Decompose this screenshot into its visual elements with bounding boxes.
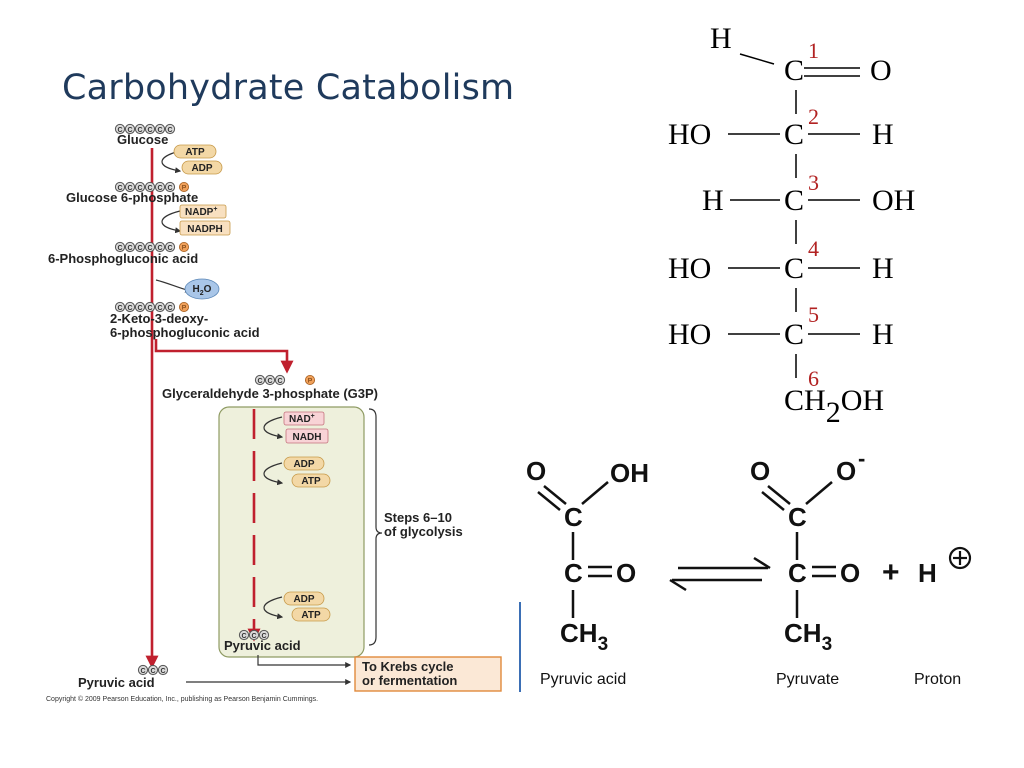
slide-title: Carbohydrate Catabolism <box>62 68 515 108</box>
adp-atp-curve-arrow-2 <box>263 596 284 620</box>
carbon-number-6: 6 <box>808 366 819 391</box>
c4: C <box>784 252 804 285</box>
pyruvate-c1: C <box>788 502 807 532</box>
entner-doudoroff-pathway-diagram: C P Glucose ATP ADP Glucose 6-phosphate … <box>46 123 502 703</box>
adp-label: ADP <box>191 163 212 174</box>
nad-curve-arrow <box>263 416 284 440</box>
atp3-label: ATP <box>301 610 321 621</box>
nadph-label: NADPH <box>187 224 223 235</box>
acid-keto-o: O <box>616 558 636 588</box>
c3-right: OH <box>872 184 915 217</box>
c2-right: H <box>872 118 894 151</box>
acid-c-oh-bond <box>581 481 609 505</box>
aldehyde-h-bond <box>739 53 775 65</box>
kdpg-label-line2: 6-phosphogluconic acid <box>110 325 260 340</box>
adp-atp-curve-arrow-1 <box>263 462 284 486</box>
adp3-label: ADP <box>293 594 314 605</box>
acid-c2: C <box>564 558 583 588</box>
branch-to-g3p-arrow <box>154 339 294 374</box>
glucose-label: Glucose <box>117 132 168 147</box>
c4-left: HO <box>668 252 711 285</box>
c5: C <box>784 318 804 351</box>
nad-pill <box>283 411 325 426</box>
nadp-pill <box>179 204 227 219</box>
plus-sign: + <box>882 556 900 589</box>
inner-to-krebs-arrow <box>257 655 352 668</box>
krebs-box <box>354 656 502 692</box>
nad-label: NAD+ <box>289 413 315 425</box>
atp-label: ATP <box>185 147 205 158</box>
c3: C <box>784 184 804 217</box>
top-h: H <box>710 22 732 55</box>
atp3-pill <box>291 607 331 622</box>
pyruvic-acid-equilibrium: O OH C C O CH3 O O - C C O CH3 + H <box>519 452 972 692</box>
c5-left: HO <box>668 318 711 351</box>
carbon-number-2: 2 <box>808 104 819 129</box>
carbon-number-1: 1 <box>808 38 819 63</box>
proton-h: H <box>918 558 937 588</box>
adp2-label: ADP <box>293 459 314 470</box>
pyruvate-carbonyl-o: O <box>750 456 770 486</box>
h2o-label: H2O <box>193 284 212 297</box>
c6-ch2oh: CH2OH <box>784 384 884 429</box>
circled-plus-charge <box>948 546 972 570</box>
carbon-number-3: 3 <box>808 170 819 195</box>
carbon-number-5: 5 <box>808 302 819 327</box>
acid-ch3: CH3 <box>560 618 608 655</box>
pyruvic-acid-outer-label: Pyruvic acid <box>78 675 155 690</box>
adp3-pill <box>283 591 325 606</box>
atp-pill <box>173 144 217 159</box>
c4-right: H <box>872 252 894 285</box>
atp2-pill <box>291 473 331 488</box>
negative-charge: - <box>858 452 865 471</box>
c2-left: HO <box>668 118 711 151</box>
pyruvate-c-o-bond <box>805 481 833 505</box>
pyruvic-outer-carbons <box>137 664 169 676</box>
phosphogluconic-label: 6-Phosphogluconic acid <box>48 251 198 266</box>
pyruvic-acid-inner-label: Pyruvic acid <box>224 638 301 653</box>
acid-co-double-bond <box>537 491 561 511</box>
label-proton: Proton <box>914 671 961 688</box>
copyright-text: Copyright © 2009 Pearson Education, Inc.… <box>46 695 318 703</box>
krebs-label-line1: To Krebs cycle <box>362 659 454 674</box>
acid-carbonyl-o: O <box>526 456 546 486</box>
nadp-curve-arrow <box>161 210 182 234</box>
pyruvate-ch3: CH3 <box>784 618 832 655</box>
acid-oh: OH <box>610 458 649 488</box>
label-pyruvate: Pyruvate <box>776 671 839 688</box>
adp-pill <box>181 160 223 175</box>
pyruvate-co-double-bond <box>761 491 785 511</box>
adp2-pill <box>283 456 325 471</box>
glucose-6-phosphate-label: Glucose 6-phosphate <box>66 190 198 205</box>
nadh-label: NADH <box>293 432 322 443</box>
steps-label-line2: of glycolysis <box>384 524 463 539</box>
atp2-label: ATP <box>301 476 321 487</box>
pyruvate-c2: C <box>788 558 807 588</box>
steps-brace <box>368 408 383 646</box>
krebs-label-line2: or fermentation <box>362 673 457 688</box>
nadph-pill <box>179 220 231 236</box>
label-pyruvic-acid: Pyruvic acid <box>540 671 626 688</box>
carbon-number-4: 4 <box>808 236 819 261</box>
c2: C <box>784 118 804 151</box>
acid-c1: C <box>564 502 583 532</box>
c1: C <box>784 54 804 87</box>
pyruvate-keto-o: O <box>840 558 860 588</box>
c3-left: H <box>702 184 724 217</box>
nadh-pill <box>285 428 329 444</box>
pyruvate-o-minus: O <box>836 456 856 486</box>
c5-right: H <box>872 318 894 351</box>
g3p-carbons <box>254 374 316 386</box>
steps-label-line1: Steps 6–10 <box>384 510 452 525</box>
glycolysis-panel <box>218 406 365 658</box>
glucose-fischer-projection: H C O HO C H H C OH HO C H HO C H CH2OH … <box>668 22 915 429</box>
g3p-label: Glyceraldehyde 3-phosphate (G3P) <box>162 386 378 401</box>
h2o-bubble <box>184 278 220 300</box>
aldehyde-o: O <box>870 54 892 87</box>
nadp-label: NADP+ <box>185 206 217 218</box>
kdpg-label-line1: 2-Keto-3-deoxy- <box>110 311 208 326</box>
